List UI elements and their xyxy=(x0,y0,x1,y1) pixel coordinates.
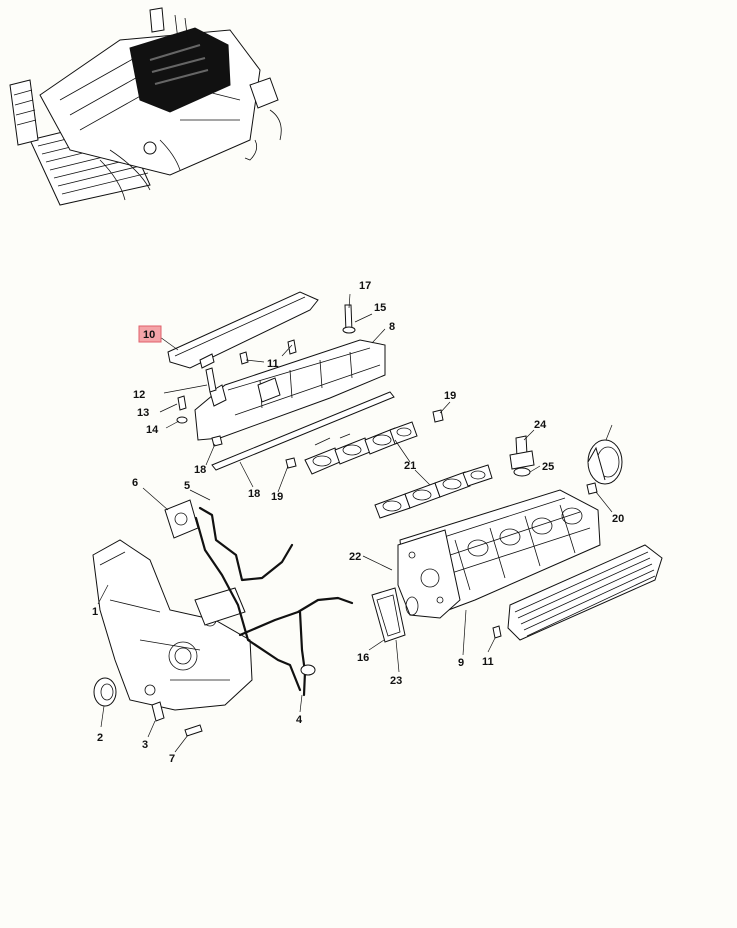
callout-15[interactable]: 17 xyxy=(359,280,371,292)
callout-6[interactable]: 6 xyxy=(132,477,138,489)
callout-20[interactable]: 21 xyxy=(404,460,416,472)
callout-3[interactable]: 3 xyxy=(142,739,148,751)
callout-22[interactable]: 23 xyxy=(390,675,402,687)
callout-13[interactable]: 13 xyxy=(137,407,149,419)
callout-21[interactable]: 22 xyxy=(349,551,361,563)
callout-9[interactable]: 9 xyxy=(458,657,464,669)
callout-labels: 10 17 15 8 11 12 13 14 18 18 19 19 21 24… xyxy=(92,280,624,765)
callout-1[interactable]: 1 xyxy=(92,606,98,618)
callout-24[interactable]: 25 xyxy=(542,461,554,473)
callout-11-top[interactable]: 11 xyxy=(267,358,279,370)
callout-12[interactable]: 12 xyxy=(133,389,145,401)
highlight-box xyxy=(138,325,162,343)
callout-14-left[interactable]: 14 xyxy=(146,424,159,436)
callout-10[interactable]: 10 xyxy=(143,329,155,341)
callout-2[interactable]: 2 xyxy=(97,732,103,744)
callout-19-top[interactable]: 19 xyxy=(444,390,456,402)
callout-11-right[interactable]: 11 xyxy=(482,656,494,668)
callout-4[interactable]: 4 xyxy=(296,714,303,726)
parts-illustration xyxy=(92,291,663,737)
callout-7[interactable]: 7 xyxy=(169,753,175,765)
callout-18-left[interactable]: 18 xyxy=(194,464,206,476)
callout-23[interactable]: 24 xyxy=(534,419,547,431)
callout-18-mid[interactable]: 19 xyxy=(271,491,283,503)
callout-8[interactable]: 8 xyxy=(389,321,395,333)
callout-5[interactable]: 5 xyxy=(184,480,190,492)
engine-overview-illustration xyxy=(9,7,282,206)
leader-lines xyxy=(97,293,613,753)
callout-19-right[interactable]: 20 xyxy=(612,513,624,525)
callout-14-top[interactable]: 15 xyxy=(374,302,386,314)
callout-16[interactable]: 18 xyxy=(248,488,260,500)
callout-17[interactable]: 16 xyxy=(357,652,369,664)
